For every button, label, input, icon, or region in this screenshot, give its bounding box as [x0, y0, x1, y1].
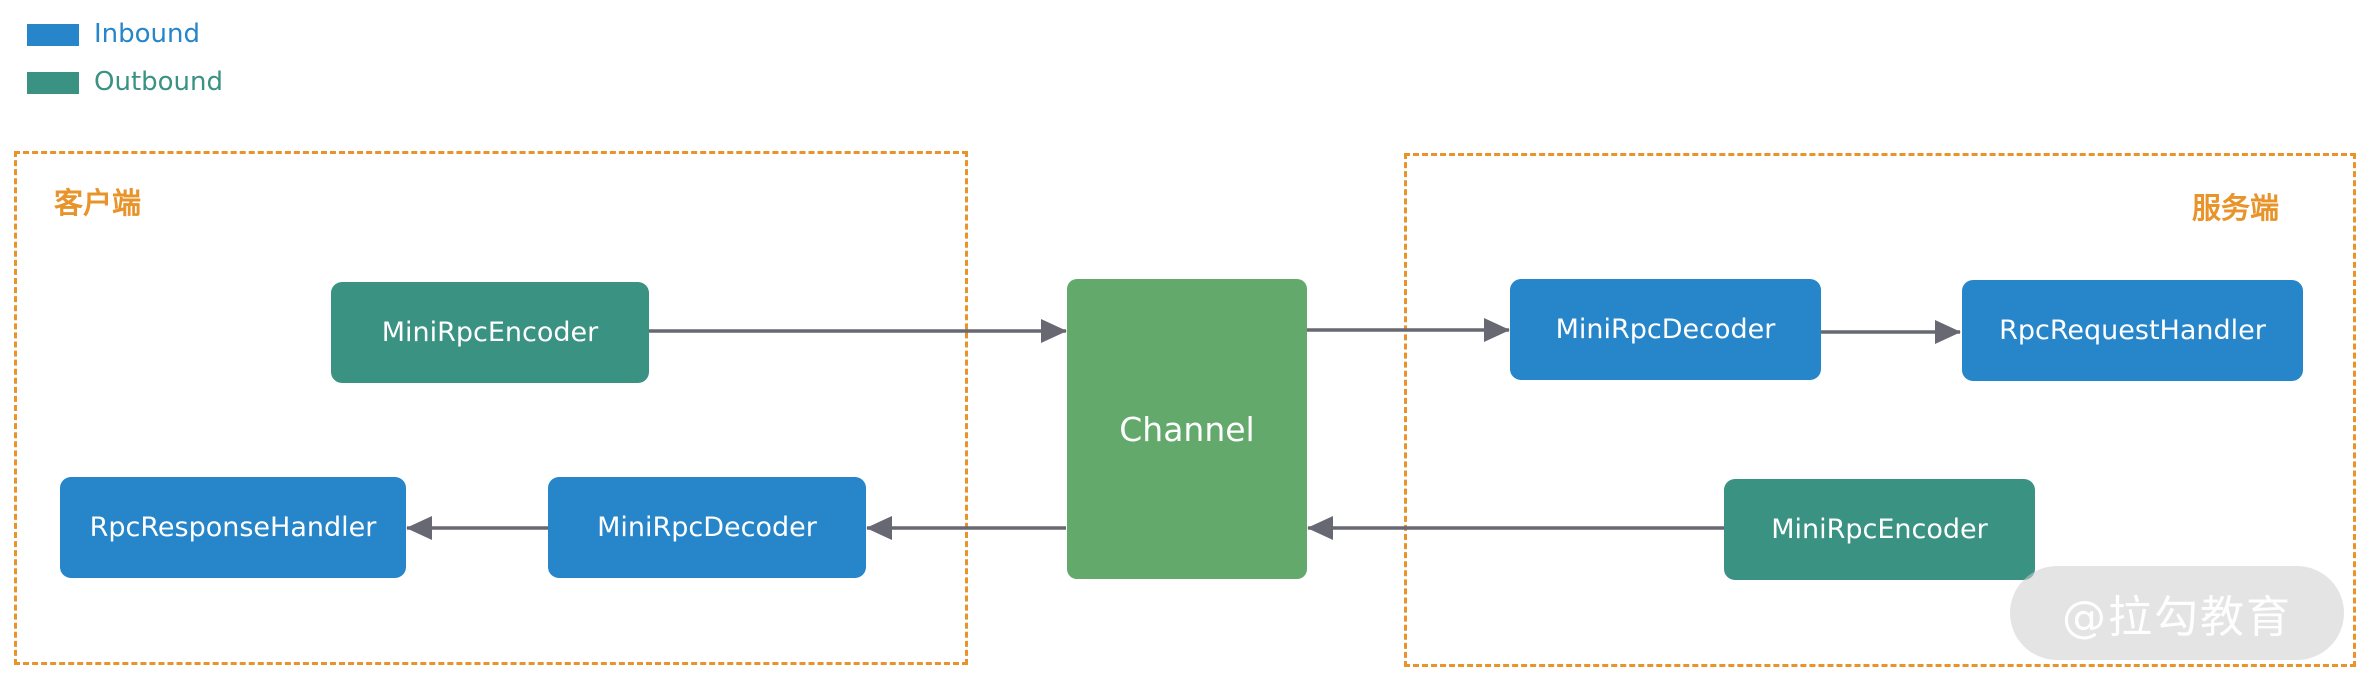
- client-decoder-node: MiniRpcDecoder: [548, 477, 866, 578]
- channel-label: Channel: [1119, 409, 1255, 449]
- client-encoder-label: MiniRpcEncoder: [381, 317, 599, 348]
- legend-inbound-swatch: [27, 24, 79, 46]
- server-encoder-node: MiniRpcEncoder: [1724, 479, 2035, 580]
- client-group-label: 客户端: [54, 186, 142, 220]
- legend-inbound-label: Inbound: [94, 19, 201, 49]
- client-decoder-label: MiniRpcDecoder: [597, 512, 817, 543]
- client-response-handler-label: RpcResponseHandler: [89, 512, 377, 543]
- client-response-handler-node: RpcResponseHandler: [60, 477, 406, 578]
- server-encoder-label: MiniRpcEncoder: [1771, 514, 1988, 545]
- client-group: [14, 151, 968, 665]
- watermark-text: @拉勾教育: [2062, 592, 2292, 643]
- legend-outbound-label: Outbound: [94, 67, 224, 97]
- server-request-handler-node: RpcRequestHandler: [1962, 280, 2303, 381]
- client-encoder-node: MiniRpcEncoder: [331, 282, 649, 383]
- server-group-label: 服务端: [2192, 191, 2280, 225]
- server-group: [1404, 153, 2356, 667]
- legend-outbound-swatch: [27, 72, 79, 94]
- server-request-handler-label: RpcRequestHandler: [1999, 315, 2266, 346]
- channel-node: Channel: [1067, 279, 1307, 579]
- watermark: @拉勾教育: [2010, 566, 2344, 660]
- server-decoder-label: MiniRpcDecoder: [1555, 314, 1776, 345]
- server-decoder-node: MiniRpcDecoder: [1510, 279, 1821, 380]
